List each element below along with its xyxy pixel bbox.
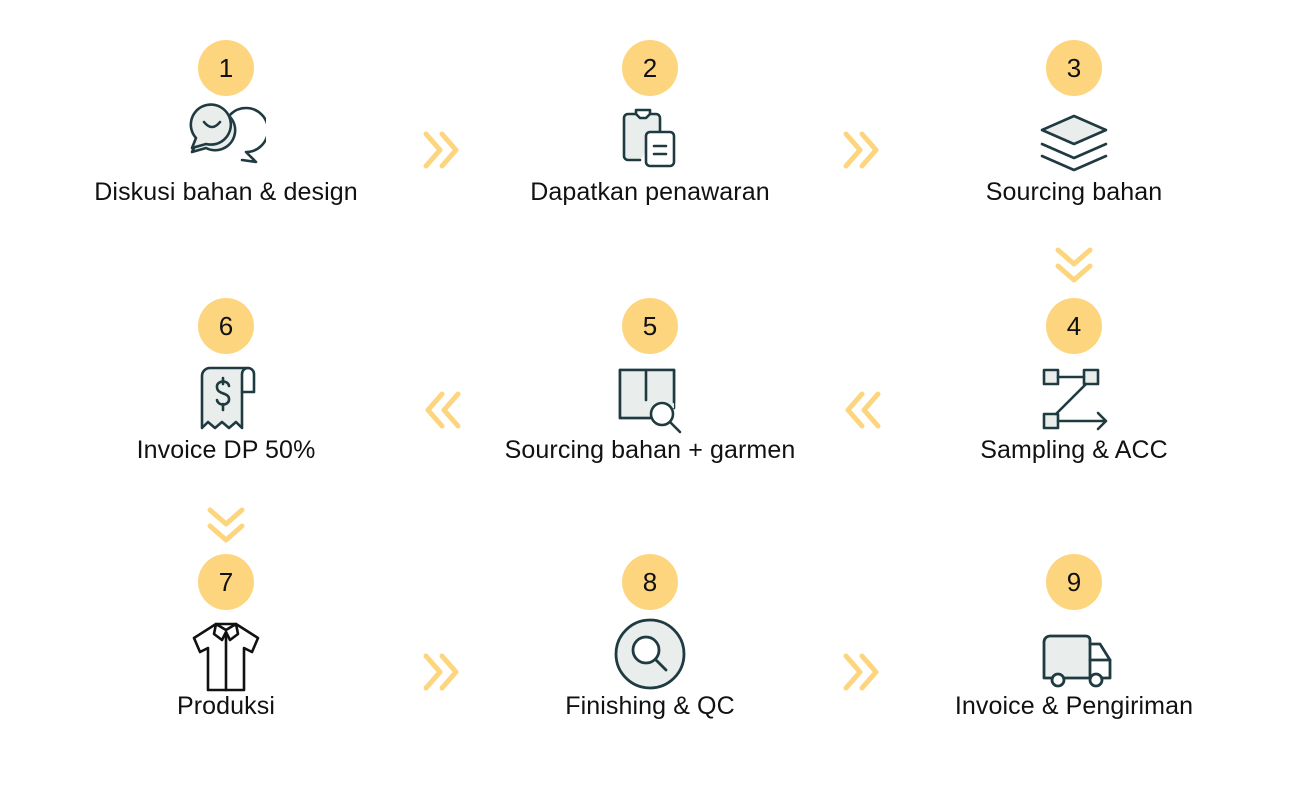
arrow-right-icon	[840, 650, 884, 694]
step-number-badge: 5	[622, 298, 678, 354]
arrow-down-icon	[1052, 244, 1096, 288]
step-label: Produksi	[176, 692, 276, 720]
arrow-right-icon	[420, 650, 464, 694]
arrow-left-icon	[840, 388, 884, 432]
receipt-dollar-icon	[186, 356, 266, 436]
arrow-down-icon	[204, 504, 248, 548]
step-number-badge: 8	[622, 554, 678, 610]
delivery-truck-icon	[1034, 612, 1114, 692]
clipboard-document-icon	[610, 98, 690, 178]
shirt-icon	[186, 612, 266, 692]
step-4: 4 Sampling & ACC	[894, 298, 1254, 498]
step-7: 7 Produksi	[46, 554, 406, 754]
step-number-badge: 7	[198, 554, 254, 610]
step-number-badge: 3	[1046, 40, 1102, 96]
step-9: 9 Invoice & Pengiriman	[894, 554, 1254, 754]
step-1: 1 Diskusi bahan & design	[46, 40, 406, 240]
step-label: Sourcing bahan + garmen	[504, 436, 796, 464]
step-number-badge: 9	[1046, 554, 1102, 610]
layers-icon	[1034, 98, 1114, 178]
chat-bubbles-icon	[186, 98, 266, 178]
step-number-badge: 1	[198, 40, 254, 96]
step-label: Invoice DP 50%	[136, 436, 316, 464]
step-label: Diskusi bahan & design	[94, 178, 358, 206]
step-label: Invoice & Pengiriman	[954, 692, 1194, 720]
step-number-badge: 4	[1046, 298, 1102, 354]
step-number-badge: 6	[198, 298, 254, 354]
arrow-left-icon	[420, 388, 464, 432]
step-label: Dapatkan penawaran	[530, 178, 770, 206]
book-search-icon	[610, 356, 690, 436]
step-3: 3 Sourcing bahan	[894, 40, 1254, 240]
step-6: 6 Invoice DP 50%	[46, 298, 406, 498]
step-number-badge: 2	[622, 40, 678, 96]
step-8: 8 Finishing & QC	[470, 554, 830, 754]
step-label: Sampling & ACC	[980, 436, 1168, 464]
step-5: 5 Sourcing bahan + garmen	[470, 298, 830, 498]
workflow-arrow-icon	[1034, 356, 1114, 436]
step-2: 2 Dapatkan penawaran	[470, 40, 830, 240]
magnifier-circle-icon	[610, 612, 690, 692]
step-label: Finishing & QC	[565, 692, 735, 720]
arrow-right-icon	[420, 128, 464, 172]
arrow-right-icon	[840, 128, 884, 172]
step-label: Sourcing bahan	[985, 178, 1163, 206]
